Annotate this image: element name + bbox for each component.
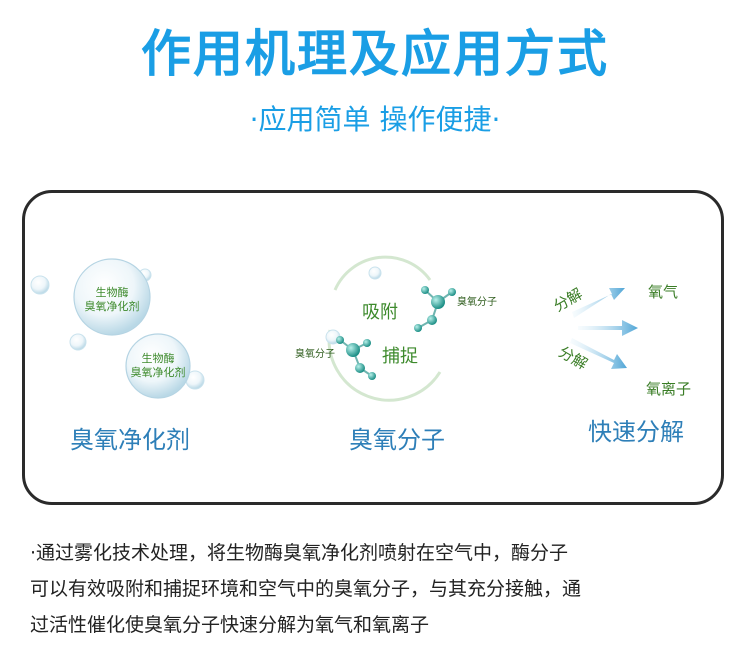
molecule-label-left: 臭氧分子	[295, 347, 335, 360]
caption-fast-decompose: 快速分解	[588, 418, 684, 446]
page-subtitle: ·应用简单 操作便捷·	[249, 103, 501, 136]
bubble1-line1: 生物酶	[96, 285, 129, 299]
mechanism-description: ·通过雾化技术处理，将生物酶臭氧净化剂喷射在空气中，酶分子 可以有效吸附和捕捉环…	[30, 535, 722, 643]
caption-ozone-molecule: 臭氧分子	[349, 426, 445, 454]
stage2-molecules	[325, 255, 456, 402]
bubble2-line1: 生物酶	[142, 351, 175, 365]
product-oxygen: 氧气	[648, 283, 678, 301]
description-line-2: 可以有效吸附和捕捉环境和空气中的臭氧分子，与其充分接触，通	[30, 578, 582, 600]
molecule-label-right: 臭氧分子	[457, 295, 497, 308]
caption-purifier: 臭氧净化剂	[70, 426, 190, 454]
page-title: 作用机理及应用方式	[141, 25, 609, 83]
label-adsorb: 吸附	[362, 302, 398, 323]
label-capture: 捕捉	[382, 346, 418, 367]
stage3-arrows	[570, 288, 638, 369]
stage1-bubbles	[30, 258, 205, 399]
description-line-3: 过活性催化使臭氧分子快速分解为氧气和氧离子	[30, 614, 430, 636]
product-oxygen-ion: 氧离子	[646, 380, 691, 398]
bubble1-line2: 臭氧净化剂	[85, 299, 140, 313]
description-line-1: ·通过雾化技术处理，将生物酶臭氧净化剂喷射在空气中，酶分子	[30, 542, 569, 564]
bubble2-line2: 臭氧净化剂	[131, 365, 186, 379]
